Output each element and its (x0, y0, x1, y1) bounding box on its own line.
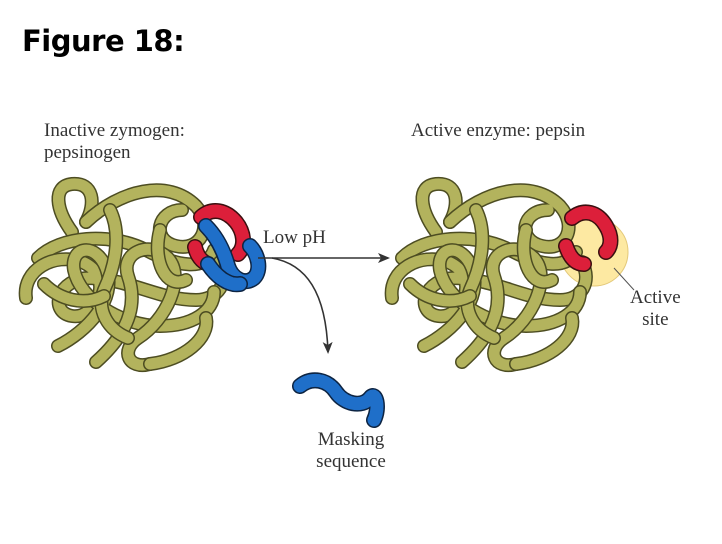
pepsinogen-molecule (18, 176, 267, 373)
zymogen-label: Inactive zymogen: pepsinogen (44, 120, 185, 164)
pepsin-active-segment (558, 204, 619, 272)
zymogen-label-line1: Inactive zymogen: (44, 120, 185, 141)
masking-label-line2: sequence (316, 451, 386, 472)
active-site-label: Active site (630, 287, 681, 331)
enzyme-label: Active enzyme: pepsin (411, 120, 586, 141)
pepsinogen-masking-segment (198, 218, 267, 293)
release-arrow (271, 257, 333, 354)
pepsinogen-coil (18, 176, 231, 373)
pepsin-molecule (384, 176, 635, 373)
zymogen-label-line2: pepsinogen (44, 142, 131, 163)
active-site-label-line2: site (642, 309, 669, 330)
condition-label: Low pH (263, 227, 326, 248)
reaction-arrows (258, 253, 390, 354)
masking-sequence-fragment (292, 372, 385, 428)
active-site-label-line1: Active (630, 287, 681, 308)
masking-sequence-label: Masking sequence (301, 429, 401, 473)
active-site-pointer (613, 267, 635, 291)
pepsin-coil (384, 176, 593, 373)
masking-label-line1: Masking (317, 429, 385, 450)
figure-title: Figure 18: (22, 24, 185, 58)
